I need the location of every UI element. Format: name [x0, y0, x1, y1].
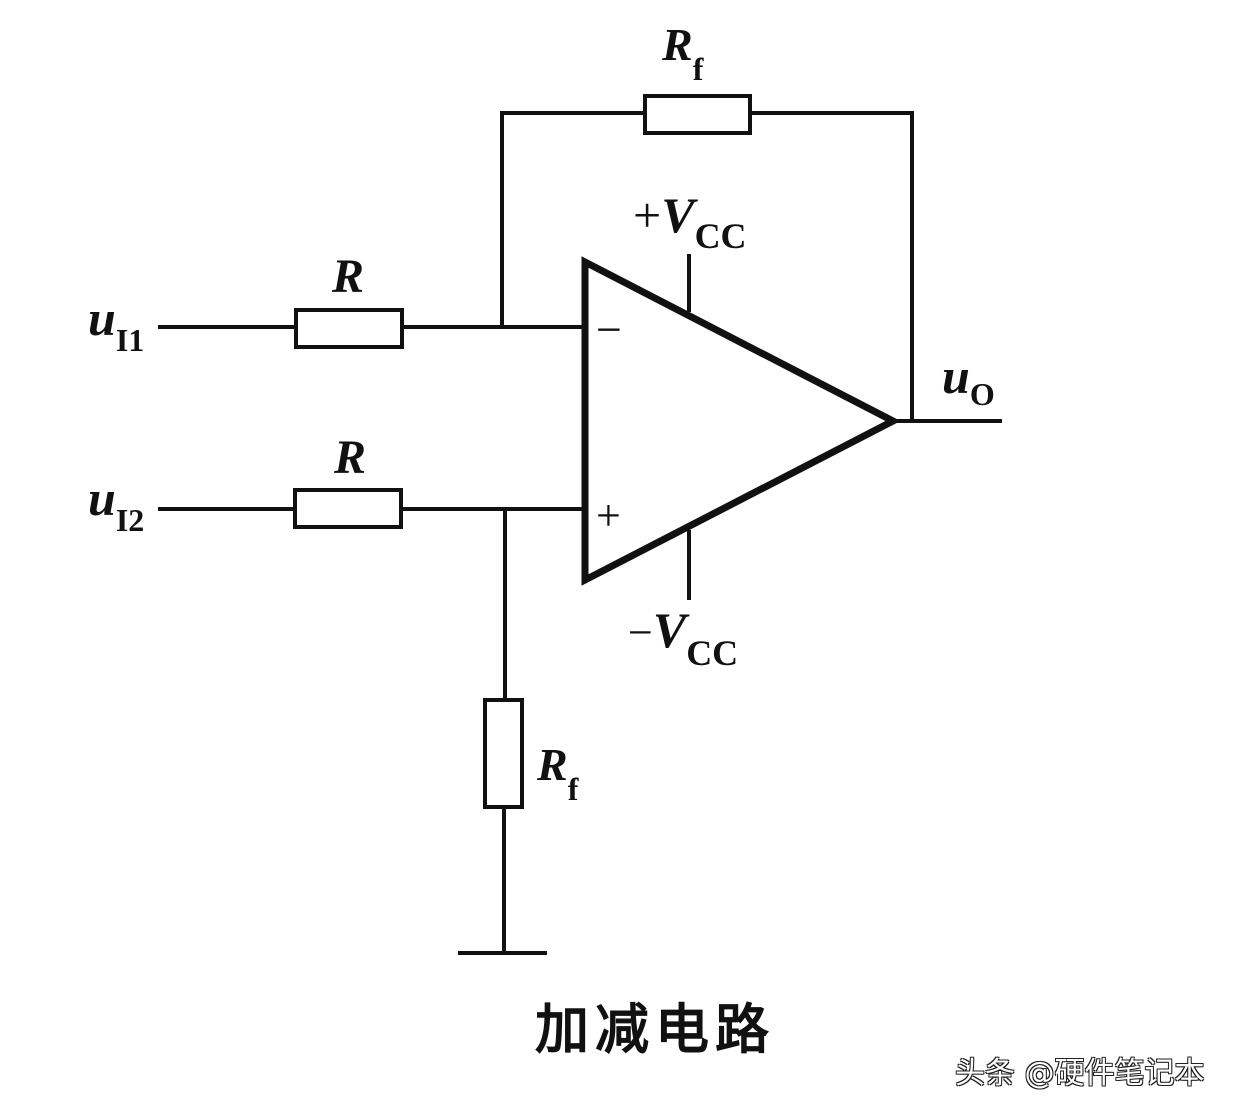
diagram-caption: 加减电路	[535, 998, 775, 1061]
watermark: 头条 @硬件笔记本	[955, 1056, 1205, 1091]
ground-resistor-label: Rf	[536, 739, 579, 807]
input-1-resistor	[294, 308, 404, 349]
positive-supply-label: +VCC	[633, 187, 747, 256]
noninverting-input-symbol: +	[596, 491, 621, 540]
input-2-resistor	[293, 488, 403, 529]
feedback-resistor	[643, 94, 752, 135]
feedback-path: Rf	[500, 19, 914, 423]
ground-resistor	[483, 698, 524, 809]
inverting-input-symbol: −	[596, 304, 622, 355]
input-2-branch: uI2 R	[88, 431, 587, 538]
opamp-triangle	[581, 256, 901, 586]
input-1-branch: uI1 R	[88, 250, 587, 358]
feedback-resistor-label: Rf	[661, 19, 704, 87]
input-1-label: uI1	[88, 290, 144, 358]
negative-supply-label: −VCC	[628, 602, 738, 673]
ground-branch: Rf	[458, 507, 579, 955]
input-1-resistor-label: R	[331, 250, 364, 303]
input-2-label: uI2	[88, 470, 144, 538]
output-label: uO	[942, 348, 995, 412]
input-2-resistor-label: R	[333, 431, 366, 484]
